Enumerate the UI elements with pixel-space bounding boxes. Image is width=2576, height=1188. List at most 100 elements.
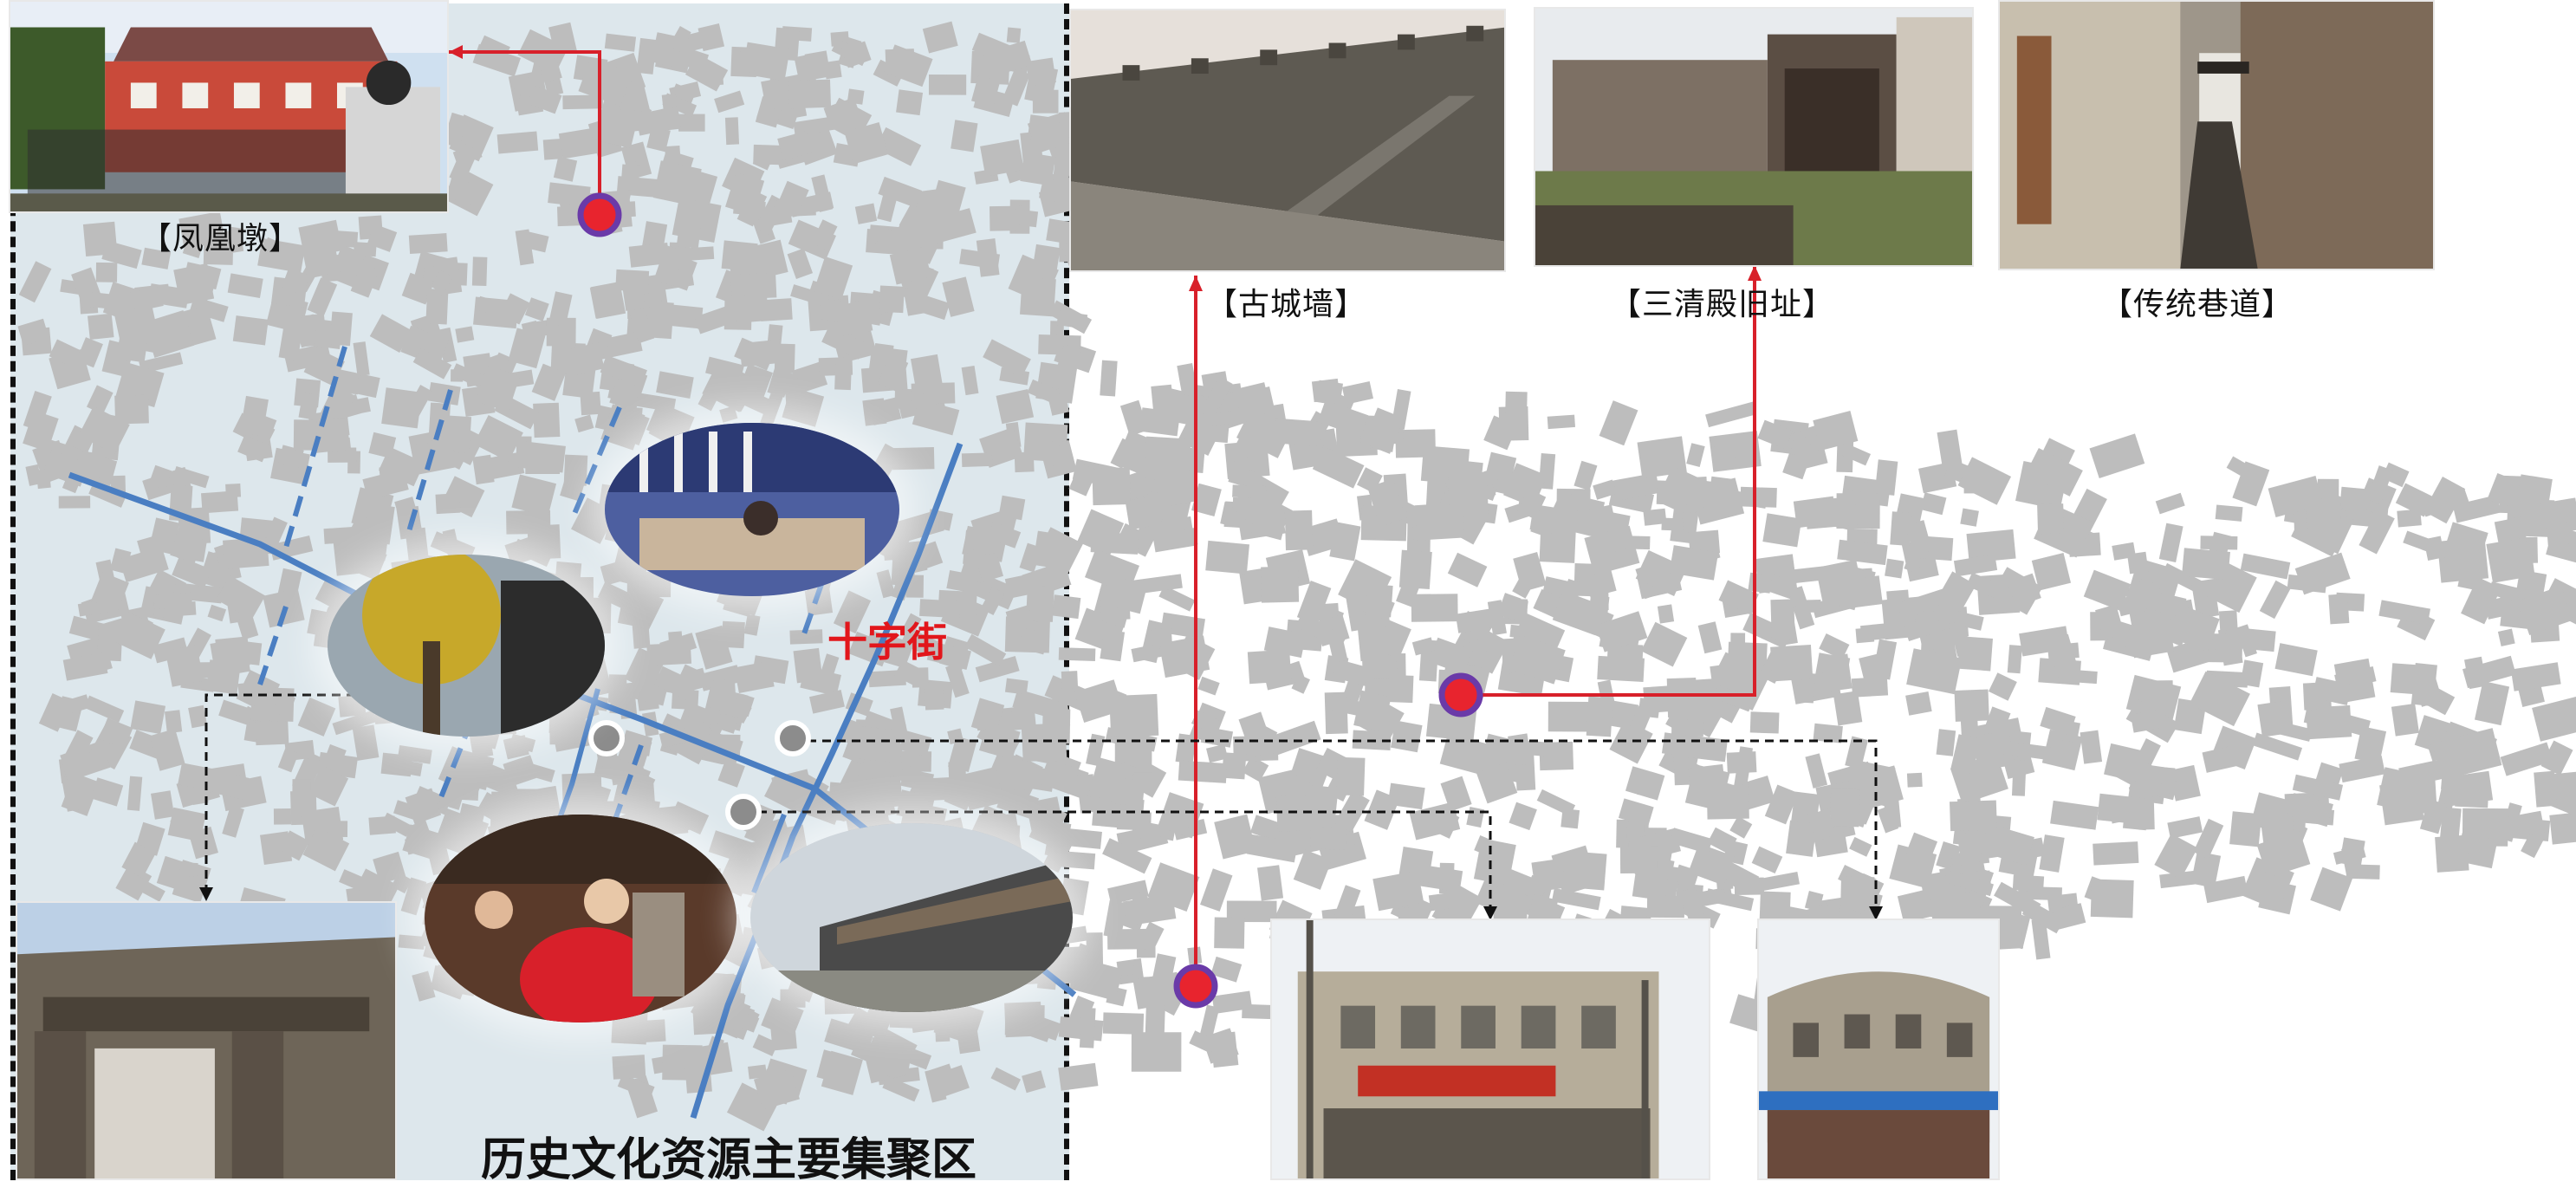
building-footprint — [744, 614, 761, 636]
building-footprint — [1620, 847, 1658, 873]
building-footprint — [1109, 694, 1158, 737]
building-footprint — [1748, 573, 1772, 594]
building-footprint — [934, 1009, 950, 1042]
building-footprint — [1686, 443, 1704, 467]
arrow-head — [449, 45, 463, 59]
building-footprint — [222, 805, 244, 838]
building-footprint — [298, 698, 336, 737]
building-footprint — [2012, 760, 2027, 796]
building-footprint — [1342, 381, 1373, 405]
building-footprint — [2040, 707, 2075, 736]
building-footprint — [788, 80, 831, 109]
building-footprint — [2037, 503, 2064, 534]
site-marker-icon — [1442, 676, 1480, 714]
cross-street-label: 十字街 — [827, 611, 947, 668]
building-footprint — [1059, 647, 1096, 661]
building-footprint — [1176, 734, 1197, 764]
building-footprint — [1661, 518, 1684, 531]
building-footprint — [925, 684, 944, 710]
building-footprint — [233, 315, 269, 345]
building-footprint — [1599, 400, 1638, 445]
building-footprint — [1647, 896, 1684, 919]
building-footprint — [896, 89, 923, 115]
building-footprint — [1205, 541, 1249, 575]
building-footprint — [84, 696, 124, 723]
building-footprint — [1954, 555, 1997, 577]
building-footprint — [2339, 756, 2385, 782]
building-footprint — [2391, 704, 2419, 737]
building-footprint — [1759, 872, 1800, 892]
building-footprint — [1833, 691, 1862, 725]
building-footprint — [733, 199, 766, 216]
building-footprint — [1448, 473, 1489, 516]
street-node-icon — [777, 723, 808, 754]
building-footprint — [658, 422, 671, 435]
building-footprint — [1989, 672, 2017, 700]
building-footprint — [620, 165, 639, 191]
building-footprint — [1957, 832, 1987, 856]
street-node-icon — [591, 723, 622, 754]
building-footprint — [615, 269, 649, 292]
building-footprint — [990, 1068, 1021, 1091]
city-wall-photo — [1069, 9, 1506, 272]
building-footprint — [1921, 492, 1947, 515]
building-footprint — [1022, 1070, 1046, 1093]
building-footprint — [1214, 918, 1244, 949]
building-footprint — [1087, 932, 1104, 970]
building-footprint — [165, 710, 182, 733]
building-footprint — [1687, 678, 1718, 720]
building-footprint — [472, 256, 488, 286]
building-footprint — [977, 238, 1000, 277]
building-footprint — [1561, 808, 1580, 828]
ruined-hall-photo — [1534, 7, 1974, 267]
building-footprint — [1837, 540, 1887, 565]
building-footprint — [179, 862, 198, 877]
building-footprint — [656, 371, 694, 399]
building-footprint — [996, 389, 1035, 424]
building-footprint — [354, 242, 377, 256]
old-street-photo — [750, 823, 1073, 1012]
building-footprint — [2182, 548, 2230, 580]
building-footprint — [2339, 837, 2365, 867]
building-footprint — [19, 261, 52, 302]
building-footprint — [168, 601, 197, 617]
building-footprint — [1391, 720, 1423, 752]
building-footprint — [1795, 600, 1821, 613]
building-footprint — [2090, 433, 2145, 478]
building-footprint — [1730, 633, 1745, 646]
building-footprint — [1276, 795, 1322, 832]
building-footprint — [1466, 807, 1484, 828]
building-footprint — [892, 447, 935, 470]
building-footprint — [208, 605, 227, 622]
building-footprint — [2203, 746, 2237, 773]
building-footprint — [1872, 639, 1897, 680]
building-footprint — [2498, 628, 2515, 646]
building-footprint — [1856, 627, 1875, 643]
building-footprint — [344, 376, 360, 394]
building-footprint — [1875, 459, 1898, 496]
building-footprint — [1885, 559, 1904, 579]
building-footprint — [399, 935, 425, 950]
building-footprint — [1312, 379, 1340, 402]
building-footprint — [324, 526, 362, 543]
building-footprint — [127, 776, 142, 811]
building-footprint — [653, 160, 702, 206]
building-footprint — [2511, 662, 2561, 691]
building-footprint — [130, 700, 165, 734]
building-footprint — [1905, 691, 1932, 716]
building-footprint — [644, 294, 661, 308]
building-footprint — [739, 340, 782, 367]
building-footprint — [274, 808, 291, 825]
building-footprint — [722, 240, 758, 271]
building-footprint — [794, 648, 823, 683]
building-footprint — [1151, 385, 1174, 416]
building-footprint — [215, 636, 250, 668]
building-footprint — [964, 634, 1006, 666]
building-footprint — [1955, 690, 1989, 722]
building-footprint — [1937, 729, 1956, 756]
building-footprint — [923, 22, 958, 54]
building-footprint — [1117, 811, 1152, 830]
building-footprint — [1214, 815, 1256, 860]
building-footprint — [1100, 629, 1125, 661]
building-footprint — [1121, 962, 1135, 976]
